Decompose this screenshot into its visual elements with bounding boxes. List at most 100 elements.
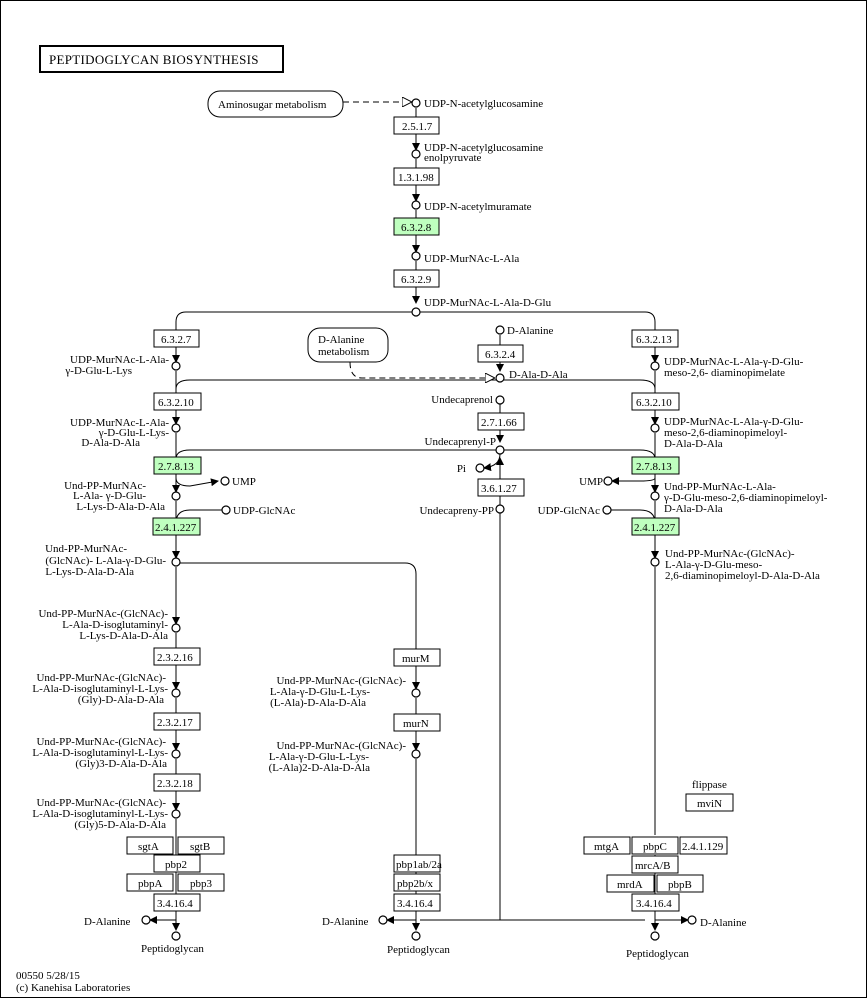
svg-text:D-Alanine: D-Alanine: [700, 917, 747, 929]
cpd-left-lys-aa[interactable]: [171, 423, 181, 433]
cpd-left-und[interactable]: [171, 491, 181, 501]
enzyme-6-3-2-13[interactable]: 6.3.2.13: [631, 329, 679, 348]
cpd-pi[interactable]: [475, 463, 485, 473]
enzyme-2-5-1-7[interactable]: 2.5.1.7: [393, 116, 440, 135]
cpd-left-gly3[interactable]: [171, 749, 181, 759]
cpd-undecapreny-pp[interactable]: [495, 504, 505, 514]
enzyme-pbp2[interactable]: pbp2: [153, 854, 201, 873]
enzyme-3-4-16-4-right[interactable]: 3.4.16.4: [631, 893, 680, 912]
cpd-udpg-right[interactable]: [602, 505, 612, 515]
enzyme-1-3-1-98[interactable]: 1.3.1.98: [393, 167, 440, 186]
enzyme-3-4-16-4-left[interactable]: 3.4.16.4: [153, 893, 201, 912]
svg-text:mrdA: mrdA: [617, 879, 643, 891]
cpd-right-und[interactable]: [650, 491, 660, 501]
svg-text:2.7.1.66: 2.7.1.66: [481, 417, 517, 429]
cpd-udp-murnac-ala-glu[interactable]: [411, 307, 421, 317]
cpd-udp-murnac[interactable]: [411, 200, 421, 210]
enzyme-3-4-16-4-middle[interactable]: 3.4.16.4: [393, 893, 441, 912]
footer-copyright: (c) Kanehisa Laboratories: [16, 982, 130, 994]
enzyme-2-4-1-227-right[interactable]: 2.4.1.227: [631, 517, 680, 536]
enzyme-2-7-1-66[interactable]: 2.7.1.66: [477, 412, 525, 431]
enzyme-2-4-1-227-left[interactable]: 2.4.1.227: [152, 517, 201, 536]
cpd-left-gly1[interactable]: [171, 688, 181, 698]
cpd-left-iso[interactable]: [171, 623, 181, 633]
compound-labels: UDP-N-acetylglucosamine UDP-N-acetylgluc…: [32, 98, 827, 960]
enzyme-2-4-1-129[interactable]: 2.4.1.129: [679, 836, 728, 855]
enzyme-mviN[interactable]: mviN: [685, 793, 734, 812]
svg-text:6.3.2.10: 6.3.2.10: [636, 397, 672, 409]
svg-text:murM: murM: [402, 653, 430, 665]
enzyme-2-7-8-13-left[interactable]: 2.7.8.13: [153, 456, 202, 475]
svg-text:L-Ala-γ-D-Glu-L-Lys-: L-Ala-γ-D-Glu-L-Lys-: [269, 751, 369, 763]
enzyme-6-3-2-4[interactable]: 6.3.2.4: [477, 344, 524, 363]
svg-text:L-Ala-γ-D-Glu-L-Lys-: L-Ala-γ-D-Glu-L-Lys-: [270, 686, 370, 698]
enzyme-pbpC[interactable]: pbpC: [631, 836, 679, 855]
enzyme-6-3-2-9[interactable]: 6.3.2.9: [393, 269, 440, 288]
enzyme-3-6-1-27[interactable]: 3.6.1.27: [477, 478, 525, 497]
cpd-left-undg[interactable]: [171, 557, 181, 567]
enzyme-boxes: 2.5.1.7 1.3.1.98 6.3.2.8 6.3.2.9 6.3.2.7…: [126, 116, 734, 912]
cpd-d-ala-d-ala[interactable]: [495, 373, 505, 383]
svg-text:D-Ala-D-Ala: D-Ala-D-Ala: [664, 503, 723, 515]
enzyme-murM[interactable]: murM: [393, 648, 441, 667]
cpd-pg-left[interactable]: [171, 931, 181, 941]
cpd-udp-glcnac[interactable]: [411, 98, 421, 108]
cpd-udp-murnac-ala[interactable]: [411, 251, 421, 261]
cpd-udpg-left[interactable]: [221, 505, 231, 515]
enzyme-pbpA[interactable]: pbpA: [126, 873, 174, 892]
enzyme-pbp1ab-2a[interactable]: pbp1ab/2a: [393, 854, 442, 873]
cpd-ump-right[interactable]: [603, 476, 613, 486]
enzyme-pbp2b-x[interactable]: pbp2b/x: [393, 873, 441, 892]
enzyme-6-3-2-8[interactable]: 6.3.2.8: [393, 217, 440, 236]
cpd-right-dap-aa[interactable]: [650, 423, 660, 433]
enzyme-sgtB[interactable]: sgtB: [177, 836, 225, 855]
cpd-ump-left[interactable]: [220, 476, 230, 486]
svg-text:pbpC: pbpC: [643, 841, 667, 853]
svg-text:mviN: mviN: [697, 798, 722, 810]
cpd-dala-out-right[interactable]: [687, 915, 697, 925]
cpd-mid-ala2[interactable]: [411, 749, 421, 759]
enzyme-2-7-8-13-right[interactable]: 2.7.8.13: [631, 456, 680, 475]
enzyme-6-3-2-7[interactable]: 6.3.2.7: [153, 329, 200, 348]
cpd-left-lys[interactable]: [171, 361, 181, 371]
svg-text:pbp1ab/2a: pbp1ab/2a: [396, 859, 442, 871]
enzyme-6-3-2-10-left[interactable]: 6.3.2.10: [153, 392, 202, 411]
cpd-dala-out-middle[interactable]: [378, 915, 388, 925]
enzyme-mtgA[interactable]: mtgA: [583, 836, 631, 855]
enzyme-mrdA[interactable]: mrdA: [606, 874, 655, 893]
map-aminosugar[interactable]: Aminosugar metabolism: [207, 90, 344, 118]
cpd-undecaprenyl-p[interactable]: [495, 445, 505, 455]
cpd-left-gly5[interactable]: [171, 809, 181, 819]
enzyme-murN[interactable]: murN: [393, 713, 441, 732]
enzyme-pbp3[interactable]: pbp3: [177, 873, 225, 892]
cpd-right-undg[interactable]: [650, 557, 660, 567]
cpd-d-alanine-top[interactable]: [495, 325, 505, 335]
svg-text:L-Lys-D-Ala-D-Ala: L-Lys-D-Ala-D-Ala: [79, 630, 168, 642]
enzyme-mrcA-B[interactable]: mrcA/B: [631, 855, 679, 874]
svg-text:(Gly)-D-Ala-D-Ala: (Gly)-D-Ala-D-Ala: [78, 694, 164, 706]
cpd-mid-ala1[interactable]: [411, 688, 421, 698]
enzyme-pbpB[interactable]: pbpB: [656, 874, 704, 893]
svg-text:6.3.2.8: 6.3.2.8: [401, 222, 432, 234]
svg-text:2,6-diaminopimeloyl-D-Ala-D-Al: 2,6-diaminopimeloyl-D-Ala-D-Ala: [665, 570, 820, 582]
cpd-pg-middle[interactable]: [411, 931, 421, 941]
svg-text:UDP-N-acetylmuramate: UDP-N-acetylmuramate: [424, 201, 532, 213]
footer-code: 00550 5/28/15: [16, 970, 80, 982]
svg-text:mrcA/B: mrcA/B: [635, 860, 670, 872]
svg-text:L-Ala-D-isoglutaminyl-L-Lys-: L-Ala-D-isoglutaminyl-L-Lys-: [32, 747, 168, 759]
svg-text:3.6.1.27: 3.6.1.27: [481, 483, 517, 495]
enzyme-2-3-2-16[interactable]: 2.3.2.16: [153, 647, 201, 666]
enzyme-sgtA[interactable]: sgtA: [126, 836, 174, 855]
cpd-udp-glcnac-enol[interactable]: [411, 149, 421, 159]
cpd-pg-right[interactable]: [650, 931, 660, 941]
enzyme-2-3-2-17[interactable]: 2.3.2.17: [153, 712, 201, 731]
cpd-right-dap[interactable]: [650, 361, 660, 371]
enzyme-2-3-2-18[interactable]: 2.3.2.18: [153, 773, 201, 792]
cpd-dala-out-left[interactable]: [141, 915, 151, 925]
cpd-undecaprenol[interactable]: [495, 395, 505, 405]
svg-text:L-Ala- γ-D-Glu-: L-Ala- γ-D-Glu-: [73, 490, 146, 502]
enzyme-6-3-2-10-right[interactable]: 6.3.2.10: [631, 392, 680, 411]
map-d-alanine[interactable]: D-Alanine metabolism: [307, 327, 389, 363]
svg-text:UDP-MurNAc-L-Ala: UDP-MurNAc-L-Ala: [424, 253, 519, 265]
